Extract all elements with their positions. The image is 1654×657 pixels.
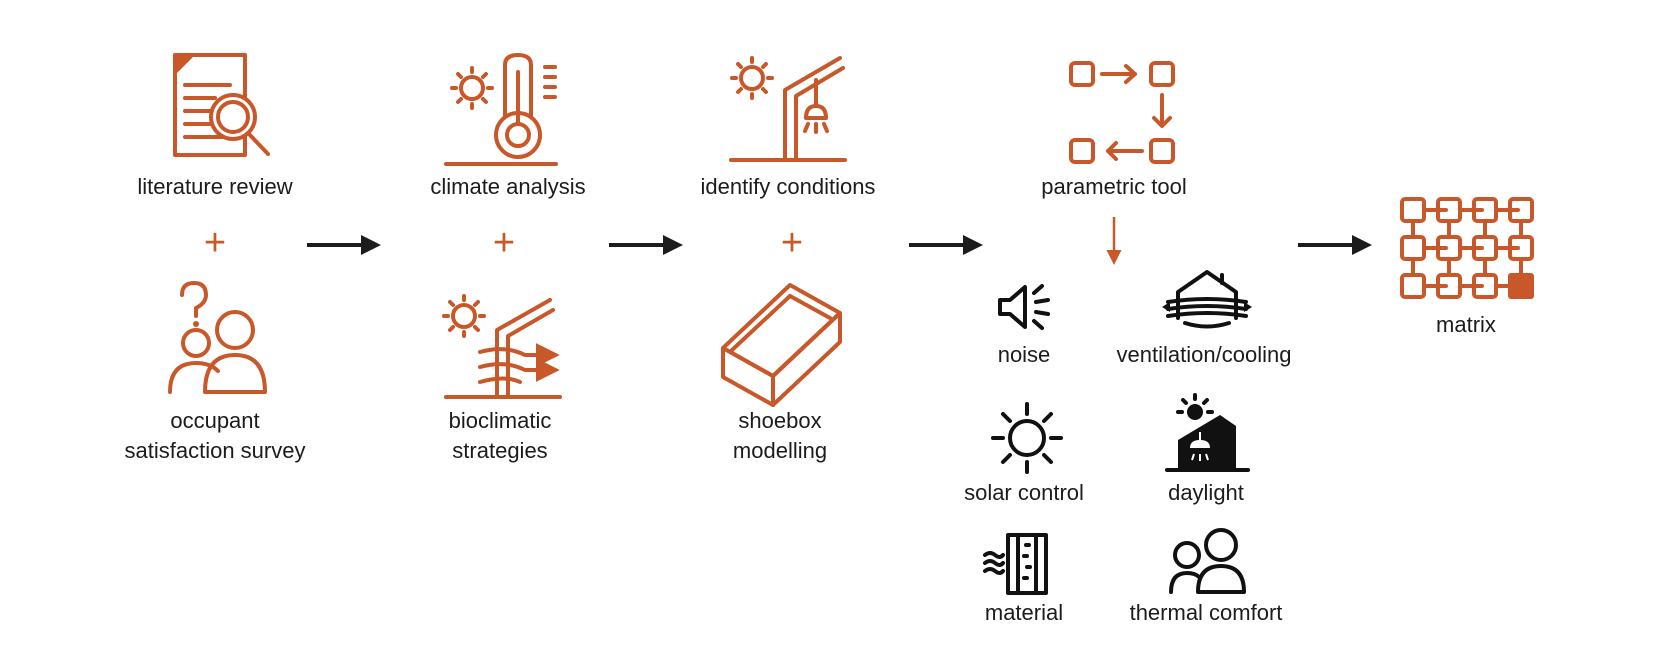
speaker-icon: [998, 284, 1050, 330]
people-icon: [1169, 528, 1246, 594]
daylight-building-icon: [1165, 393, 1250, 472]
step-label-bioclimatic-line2: strategies: [452, 438, 547, 463]
shoebox-icon: [721, 283, 842, 407]
step-label-occupant-line1: occupant: [170, 408, 259, 433]
step-label-parametric-tool: parametric tool: [1041, 174, 1187, 199]
plus-sign: +: [204, 222, 226, 264]
parametric-loop-icon: [1069, 61, 1175, 164]
step-label-shoebox-line2: modelling: [733, 438, 827, 463]
building-lamp-sun-icon: [729, 56, 847, 162]
step-label-climate-analysis: climate analysis: [430, 174, 585, 199]
plus-sign: +: [493, 222, 515, 264]
sun-icon: [991, 402, 1063, 474]
param-label-ventilation: ventilation/cooling: [1117, 342, 1292, 367]
plus-sign: +: [781, 222, 803, 264]
building-wind-sun-icon: [442, 294, 562, 399]
param-label-solar: solar control: [964, 480, 1084, 505]
param-label-noise: noise: [998, 342, 1051, 367]
step-label-matrix: matrix: [1436, 312, 1496, 337]
param-label-daylight: daylight: [1168, 480, 1244, 505]
house-airflow-icon: [1162, 270, 1252, 329]
step-label-shoebox-line1: shoebox: [738, 408, 821, 433]
wall-material-icon: [983, 533, 1048, 595]
step-label-bioclimatic-line1: bioclimatic: [449, 408, 552, 433]
step-label-literature-review: literature review: [137, 174, 292, 199]
document-search-icon: [173, 53, 270, 157]
param-label-material: material: [985, 600, 1063, 625]
matrix-grid-icon: [1400, 197, 1534, 299]
param-label-thermal: thermal comfort: [1130, 600, 1283, 625]
step-label-occupant-line2: satisfaction survey: [125, 438, 306, 463]
occupants-question-icon: [168, 281, 267, 394]
thermometer-sun-icon: [444, 53, 558, 166]
step-label-identify-conditions: identify conditions: [701, 174, 876, 199]
